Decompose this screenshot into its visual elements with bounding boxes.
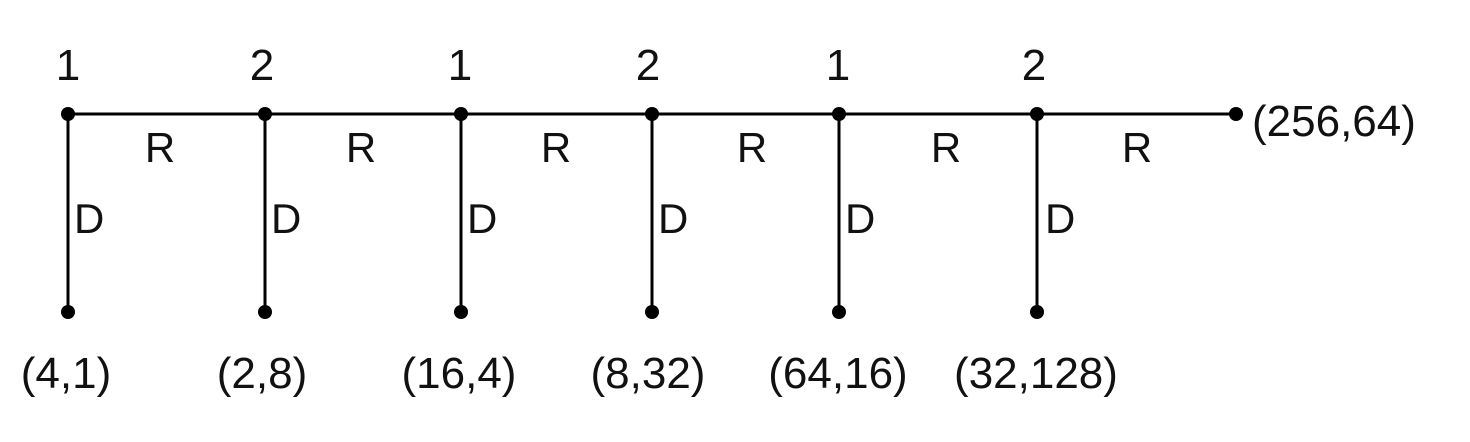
leaf-coordinate-label: (2,8) — [217, 349, 307, 398]
top-label: 2 — [1022, 41, 1046, 90]
leaf-coordinate-label: (16,4) — [402, 349, 517, 398]
leaf-node — [645, 305, 659, 319]
junction-node — [645, 107, 659, 121]
edge-label-r: R — [737, 124, 767, 171]
leaf-node — [61, 305, 75, 319]
top-nodes — [61, 107, 1243, 121]
leaf-coordinate-label: (32,128) — [954, 349, 1118, 398]
edge-label-r: R — [541, 124, 571, 171]
vertical-edge-labels: D D D D D D — [74, 195, 1075, 242]
junction-node — [832, 107, 846, 121]
edge-label-d: D — [1045, 195, 1075, 242]
top-label: 2 — [636, 41, 660, 90]
edge-label-r: R — [145, 124, 175, 171]
leaf-node — [454, 305, 468, 319]
bottom-nodes — [61, 305, 1044, 319]
top-label: 1 — [56, 41, 80, 90]
leaf-coordinate-label: (64,16) — [768, 349, 907, 398]
top-label: 1 — [826, 41, 850, 90]
leaf-node — [258, 305, 272, 319]
edge-label-d: D — [845, 195, 875, 242]
edge-label-d: D — [74, 195, 104, 242]
end-node — [1229, 107, 1243, 121]
top-label: 2 — [250, 41, 274, 90]
leaf-node — [1030, 305, 1044, 319]
top-labels: 1 2 1 2 1 2 — [56, 41, 1046, 90]
edge-label-r: R — [1122, 124, 1152, 171]
leaf-coordinate-label: (8,32) — [591, 349, 706, 398]
end-node-label: (256,64) — [1252, 97, 1416, 146]
junction-node — [454, 107, 468, 121]
leaf-coordinate-label: (4,1) — [21, 349, 111, 398]
junction-node — [1030, 107, 1044, 121]
top-label: 1 — [448, 41, 472, 90]
junction-node — [258, 107, 272, 121]
edge-label-d: D — [271, 195, 301, 242]
vertical-branches — [66, 112, 1039, 314]
edge-label-d: D — [467, 195, 497, 242]
bottom-coordinate-labels: (4,1) (2,8) (16,4) (8,32) (64,16) (32,12… — [21, 349, 1118, 398]
edge-label-r: R — [346, 124, 376, 171]
edge-label-r: R — [931, 124, 961, 171]
leaf-node — [832, 305, 846, 319]
horizontal-edge-labels: R R R R R R — [145, 124, 1152, 171]
junction-node — [61, 107, 75, 121]
edge-label-d: D — [658, 195, 688, 242]
